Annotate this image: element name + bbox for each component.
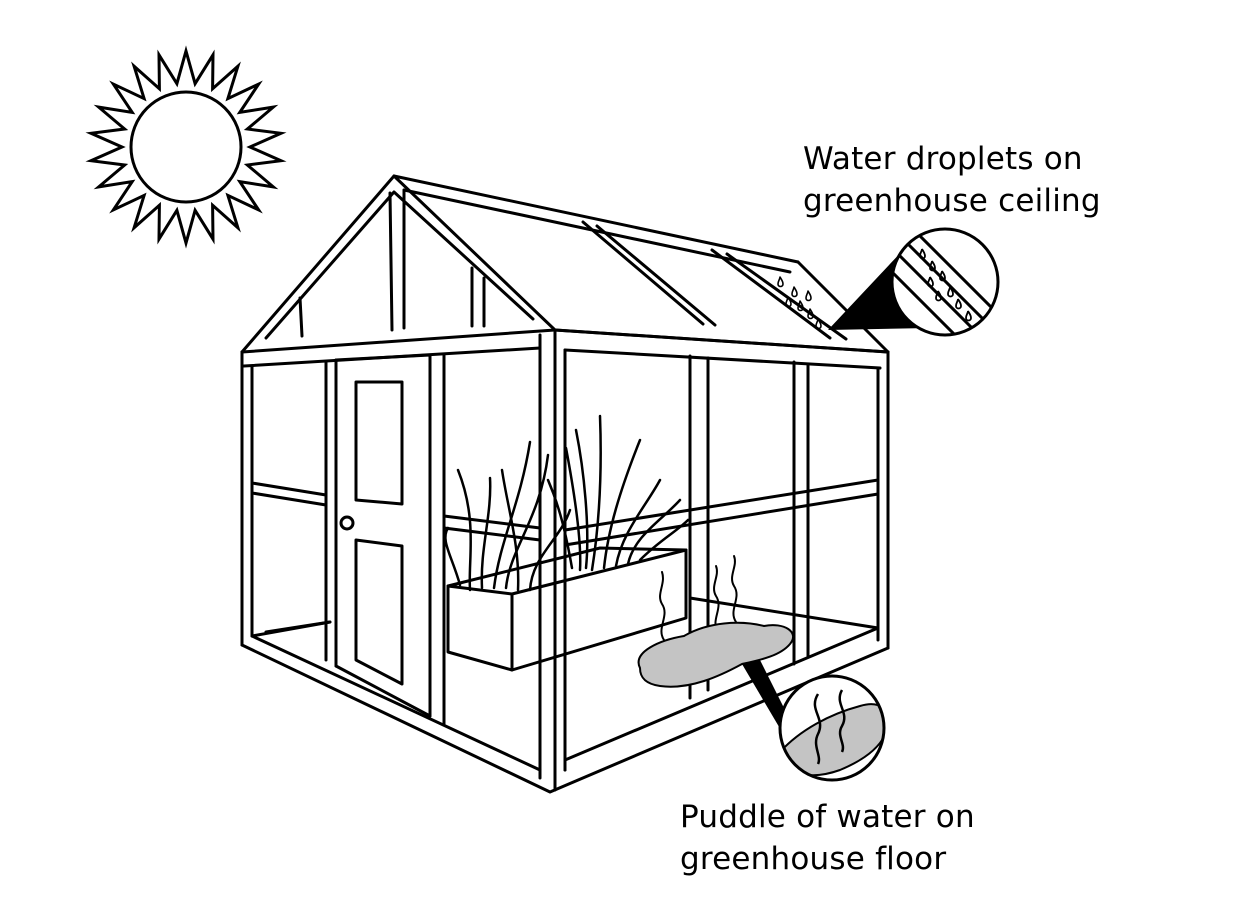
roof (240, 174, 890, 354)
ceiling-label: Water droplets on greenhouse ceiling (803, 138, 1101, 222)
greenhouse (240, 174, 890, 794)
floor-label: Puddle of water on greenhouse floor (680, 796, 975, 880)
greenhouse-door (334, 353, 432, 718)
plants (444, 414, 690, 592)
ceiling-label-line1: Water droplets on (803, 141, 1083, 177)
steam (659, 555, 738, 641)
puddle (637, 621, 794, 688)
magnifier-ceiling (828, 227, 1000, 337)
water-droplets (777, 276, 822, 330)
floor-label-line2: greenhouse floor (680, 841, 947, 877)
sun-rays (85, 45, 287, 249)
floor-label-line1: Puddle of water on (680, 799, 975, 835)
ceiling-label-line2: greenhouse ceiling (803, 183, 1101, 219)
sun-icon (85, 45, 287, 249)
plant-box (446, 546, 688, 672)
magnifier-floor (742, 660, 886, 782)
